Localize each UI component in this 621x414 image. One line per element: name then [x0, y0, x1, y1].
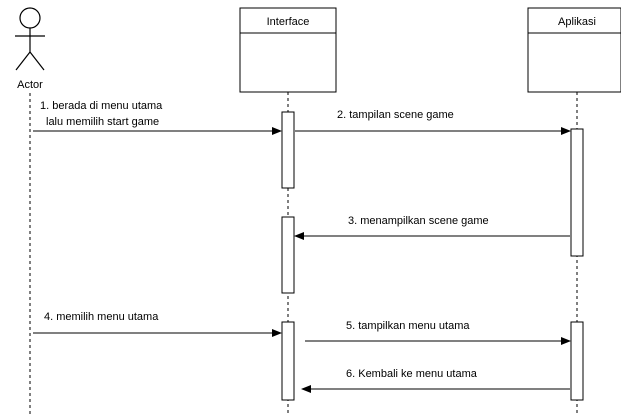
interface-activation-2	[281, 216, 295, 294]
aplikasi-lifeline-header: Aplikasi	[527, 7, 621, 93]
actor-left-leg	[15, 51, 31, 71]
interface-activation-1	[281, 111, 295, 189]
aplikasi-activation-2	[570, 321, 584, 401]
message-1-label-line-1: 1. berada di menu utama	[40, 100, 163, 112]
actor-figure	[15, 7, 45, 71]
actor-head	[19, 7, 41, 29]
message-1-label-line-2: lalu memilih start game	[46, 116, 159, 128]
message-4-label: 4. memilih menu utama	[44, 311, 159, 323]
aplikasi-activation-1	[570, 128, 584, 257]
interface-label: Interface	[267, 16, 310, 28]
message-6-label: 6. Kembali ke menu utama	[346, 368, 478, 380]
actor-label: Actor	[17, 79, 43, 91]
actor-right-leg	[29, 51, 45, 71]
message-3-label: 3. menampilkan scene game	[348, 215, 489, 227]
interface-activation-3	[281, 321, 295, 401]
message-2-label: 2. tampilan scene game	[337, 109, 454, 121]
aplikasi-label: Aplikasi	[558, 16, 596, 28]
message-5-label: 5. tampilkan menu utama	[346, 320, 470, 332]
interface-lifeline-header: Interface	[239, 7, 337, 93]
